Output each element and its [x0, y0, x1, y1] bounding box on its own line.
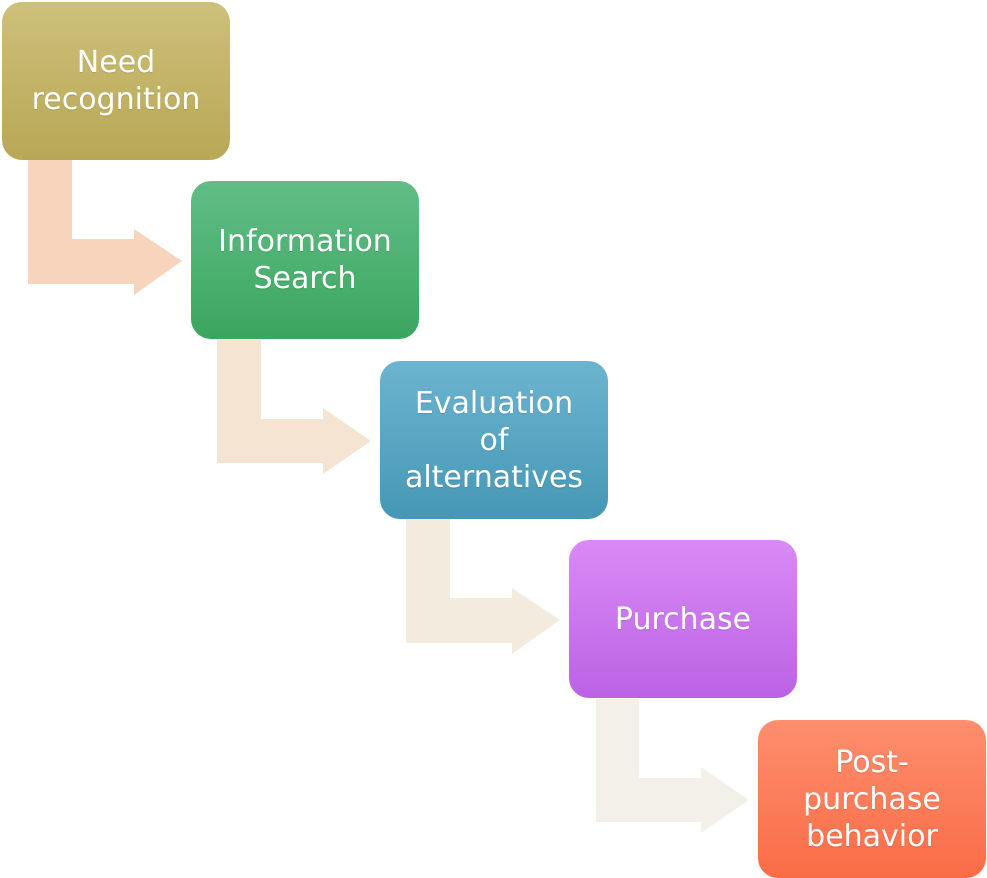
- step-label: Information Search: [218, 224, 392, 296]
- step-evaluation-of-alternatives: Evaluation of alternatives: [380, 361, 608, 519]
- step-need-recognition: Need recognition: [2, 2, 230, 160]
- connector-arrow-2-3: [217, 340, 371, 474]
- connector-arrow-3-4: [406, 519, 560, 654]
- step-label: Need recognition: [31, 45, 201, 117]
- step-purchase: Purchase: [569, 540, 797, 698]
- step-post-purchase-behavior: Post- purchase behavior: [758, 720, 986, 878]
- connector-arrow-4-5: [596, 699, 749, 833]
- step-information-search: Information Search: [191, 181, 419, 339]
- step-label: Evaluation of alternatives: [404, 385, 584, 495]
- connector-arrow-1-2: [28, 160, 182, 295]
- step-label: Purchase: [614, 601, 752, 637]
- step-label: Post- purchase behavior: [803, 744, 941, 854]
